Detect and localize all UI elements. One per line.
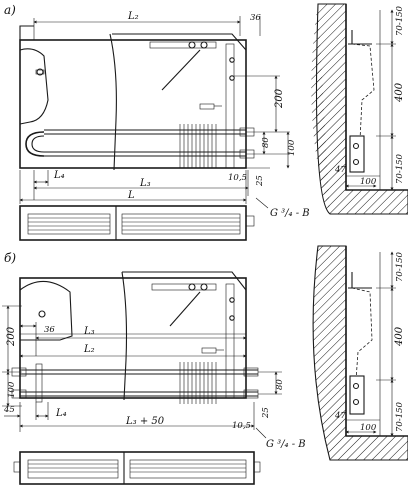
install-a-70-150-top: 70-150	[395, 5, 405, 36]
dim-b-45-text: 45	[3, 405, 15, 415]
install-a-100: 100	[360, 177, 377, 187]
dim-a-thread-text: G ³/₄ - В	[270, 208, 310, 219]
dim-a-10-5-text: 10,5	[228, 173, 247, 183]
install-detail-b: 70-150 400 70-150 47 100	[312, 245, 408, 461]
dim-b-80-text: 80	[275, 379, 285, 390]
dim-b-200-text: 200	[6, 326, 17, 347]
dim-b-10-5-text: 10,5	[232, 421, 251, 431]
dim-a-L-text: L	[127, 190, 135, 201]
dim-a-L3-text: L₃	[139, 178, 151, 189]
dim-b-100-text: 100	[7, 381, 17, 398]
dim-b-L4-text: L₄	[55, 408, 67, 419]
dim-b-L3-50-text: L₃ + 50	[125, 416, 165, 427]
dim-b-horizontal-top: 36 L₃ L₂	[19, 322, 247, 358]
dim-a-L2: L₂ 36	[33, 11, 261, 40]
install-a-47: 47	[334, 165, 346, 175]
dim-a-horizontal: L₄ L₃ L G ³/₄ - В	[19, 170, 310, 219]
dim-a-200-text: 200	[274, 88, 285, 109]
dim-a-36-text: 36	[250, 13, 261, 23]
convector-b-body	[11, 271, 259, 404]
dim-b-horizontal-bottom: 45 L₄ L₃ + 50	[3, 402, 255, 432]
figure-b-label: б)	[4, 251, 16, 265]
convector-a-plan	[19, 205, 255, 241]
dim-a-100-text: 100	[287, 139, 297, 156]
dim-b-vertical-right: 80 25 10,5 G ³/₄ - В	[232, 371, 306, 450]
dim-b-vertical-left: 200 100	[2, 305, 22, 407]
dim-a-80-text: 80	[261, 137, 271, 148]
figure-a: а) L₂ 36	[4, 3, 408, 241]
install-b-100: 100	[360, 423, 377, 433]
dim-a-L4-text: L₄	[53, 170, 65, 181]
convector-a-body	[19, 25, 255, 171]
dim-b-thread-text: G ³/₄ - В	[266, 439, 306, 450]
install-a-400: 400	[394, 82, 405, 103]
install-b-47: 47	[334, 411, 346, 421]
dim-a-L2-text: L₂	[127, 11, 139, 22]
convector-b-plan	[13, 451, 261, 485]
install-b-70-150-bot: 70-150	[395, 401, 405, 432]
dim-a-vertical: 200 80 100 10,5 25	[228, 75, 297, 187]
figure-b: б)	[2, 245, 408, 485]
install-b-400: 400	[394, 326, 405, 347]
install-a-70-150-bot: 70-150	[395, 153, 405, 184]
dim-b-25-text: 25	[261, 407, 271, 419]
dim-a-25-text: 25	[255, 175, 265, 187]
dim-b-L2-text: L₂	[83, 344, 95, 355]
install-b-70-150-top: 70-150	[395, 251, 405, 282]
install-detail-a: 70-150 400 70-150 47 100	[311, 3, 408, 215]
figure-a-label: а)	[4, 3, 16, 17]
dim-b-L3-text: L₃	[83, 326, 95, 337]
dim-b-36-text: 36	[44, 325, 55, 335]
